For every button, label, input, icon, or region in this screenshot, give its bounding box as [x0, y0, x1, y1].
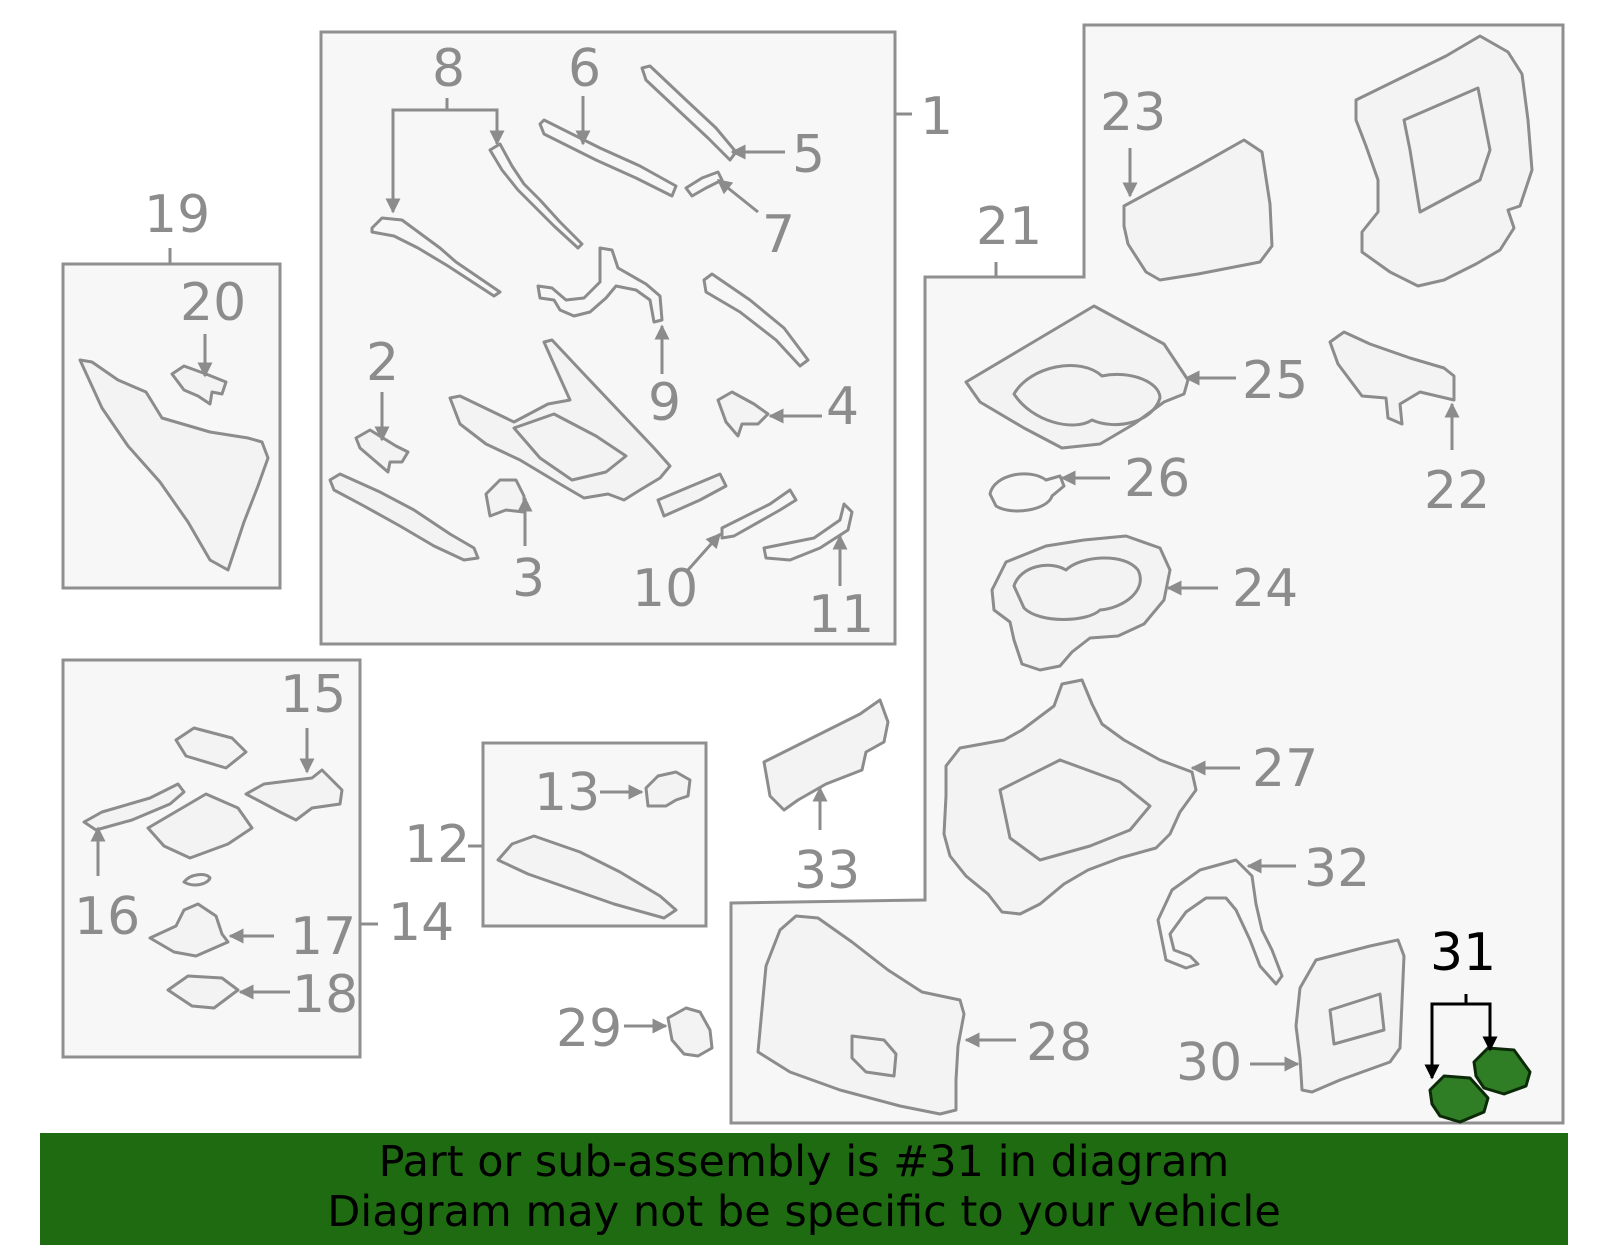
- callout-22[interactable]: 22: [1424, 461, 1490, 521]
- part-18: [166, 974, 240, 1010]
- part-24: [990, 534, 1172, 672]
- callout-15[interactable]: 15: [280, 665, 346, 725]
- part-22-large-housing: [1354, 34, 1534, 288]
- leader-8: [385, 98, 449, 214]
- callout-1[interactable]: 1: [920, 87, 953, 147]
- part-left-trim: [328, 472, 480, 562]
- part-24-cups: [1012, 556, 1142, 621]
- part-31-a: [1428, 1074, 1490, 1124]
- callout-18[interactable]: 18: [292, 965, 358, 1025]
- callout-24[interactable]: 24: [1232, 559, 1298, 619]
- callout-14[interactable]: 14: [388, 893, 454, 953]
- part-14-base: [146, 792, 254, 860]
- info-banner: Part or sub-assembly is #31 in diagram D…: [40, 1133, 1568, 1245]
- callout-16[interactable]: 16: [74, 887, 140, 947]
- part-25-cups: [1012, 364, 1162, 427]
- group-box-14: [61, 658, 362, 1059]
- callout-4[interactable]: 4: [826, 377, 859, 437]
- part-4: [716, 390, 770, 438]
- callout-21[interactable]: 21: [976, 197, 1042, 257]
- callout-13[interactable]: 13: [534, 763, 600, 823]
- part-9: [536, 246, 664, 324]
- leader-8b: [447, 108, 505, 146]
- callout-10[interactable]: 10: [632, 559, 698, 619]
- callout-2[interactable]: 2: [366, 333, 399, 393]
- callout-26[interactable]: 26: [1124, 449, 1190, 509]
- part-console-tray: [512, 412, 628, 482]
- callout-5[interactable]: 5: [792, 125, 825, 185]
- callout-23[interactable]: 23: [1100, 83, 1166, 143]
- part-22-screen: [1402, 86, 1492, 214]
- callout-33[interactable]: 33: [794, 841, 860, 901]
- part-4a: [702, 272, 810, 368]
- part-23: [1122, 138, 1274, 282]
- part-10: [720, 488, 798, 540]
- callout-17[interactable]: 17: [290, 907, 356, 967]
- part-12-armrest: [496, 834, 678, 920]
- callout-25[interactable]: 25: [1242, 351, 1308, 411]
- part-lower-bar: [656, 472, 728, 518]
- part-27: [942, 678, 1198, 916]
- leader-7: [716, 178, 759, 214]
- part-20: [170, 364, 228, 406]
- part-28: [756, 914, 966, 1116]
- callout-8[interactable]: 8: [432, 39, 465, 99]
- part-30: [1294, 938, 1406, 1094]
- callout-31[interactable]: 31: [1430, 923, 1496, 983]
- callout-6[interactable]: 6: [568, 39, 601, 99]
- part-11: [762, 502, 854, 562]
- leader-31: [1424, 994, 1468, 1080]
- part-28-slot: [850, 1034, 898, 1078]
- part-16: [82, 782, 186, 832]
- part-26: [988, 472, 1066, 513]
- callout-3[interactable]: 3: [512, 549, 545, 609]
- part-14-ring: [182, 873, 212, 887]
- banner-line-2: Diagram may not be specific to your vehi…: [327, 1187, 1281, 1237]
- part-17: [148, 902, 230, 958]
- part-22-bracket: [1328, 330, 1456, 426]
- leader-31b: [1466, 1002, 1498, 1052]
- part-14-lid: [174, 726, 248, 770]
- callout-32[interactable]: 32: [1304, 839, 1370, 899]
- part-29: [666, 1006, 714, 1058]
- callout-11[interactable]: 11: [808, 585, 874, 645]
- part-30-slot: [1328, 992, 1386, 1046]
- part-33: [762, 698, 890, 812]
- part-19-trim-panel: [78, 358, 270, 572]
- part-main-console: [448, 338, 672, 502]
- callout-19[interactable]: 19: [144, 185, 210, 245]
- part-8b: [488, 142, 584, 250]
- callout-12[interactable]: 12: [404, 815, 470, 875]
- callout-7[interactable]: 7: [762, 205, 795, 265]
- part-8a: [370, 216, 502, 298]
- callout-9[interactable]: 9: [648, 373, 681, 433]
- part-13: [644, 770, 692, 808]
- part-15: [244, 768, 344, 822]
- banner-line-1: Part or sub-assembly is #31 in diagram: [378, 1137, 1230, 1187]
- callout-30[interactable]: 30: [1176, 1033, 1242, 1093]
- callout-20[interactable]: 20: [180, 273, 246, 333]
- part-6: [538, 118, 678, 198]
- callout-29[interactable]: 29: [556, 999, 622, 1059]
- callout-27[interactable]: 27: [1252, 739, 1318, 799]
- leader-10: [686, 532, 722, 571]
- callout-28[interactable]: 28: [1026, 1013, 1092, 1073]
- part-27-detail: [998, 758, 1152, 862]
